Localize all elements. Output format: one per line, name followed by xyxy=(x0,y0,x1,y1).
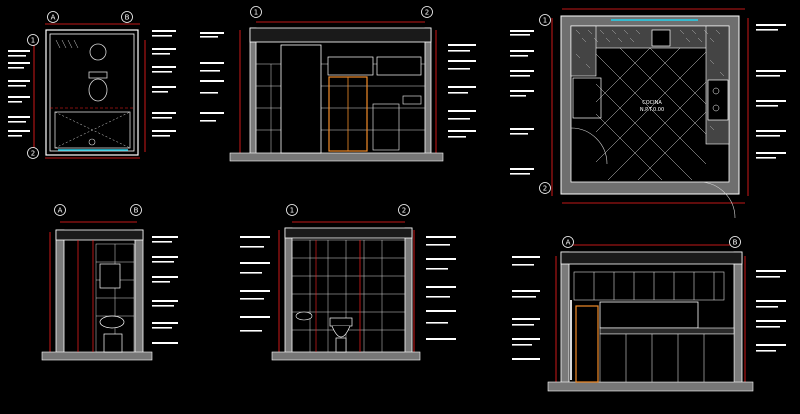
bathroom-plan-view: A B 1 2 xyxy=(8,11,176,159)
annotation-notes xyxy=(152,236,178,344)
grid-bubble-2-label: 2 xyxy=(402,207,406,215)
grid-bubble-1-label: 1 xyxy=(543,17,547,25)
bathroom-front-elevation: 1 2 xyxy=(200,6,476,162)
floor-level-label: N.P.T.0.00 xyxy=(640,107,664,113)
kitchen-plan-view: COCINA N.P.T.0.00 1 2 xyxy=(510,8,786,219)
grid-bubble-1 xyxy=(539,14,551,26)
grid-bubble-2-label: 2 xyxy=(31,150,35,158)
grid-bubble-1 xyxy=(250,6,262,18)
grid-bubble-1 xyxy=(286,204,298,216)
room-label: COCINA xyxy=(642,100,662,106)
bathroom-side-elevation: A B xyxy=(41,204,178,361)
grid-bubble-1 xyxy=(27,34,39,46)
grid-bubble-a-label: A xyxy=(566,239,571,247)
grid-bubble-2 xyxy=(27,147,39,159)
bathroom-shower-elevation: 1 2 xyxy=(240,204,456,361)
grid-bubble-a xyxy=(47,11,59,23)
grid-bubble-b xyxy=(729,236,741,248)
kitchen-elevation: A B xyxy=(512,236,786,392)
grid-bubble-a xyxy=(54,204,66,216)
grid-bubble-1-label: 1 xyxy=(31,37,35,45)
grid-bubble-b-label: B xyxy=(733,239,738,247)
grid-bubble-b-label: B xyxy=(134,207,139,215)
grid-bubble-2 xyxy=(421,6,433,18)
grid-bubble-a xyxy=(562,236,574,248)
grid-bubble-a-label: A xyxy=(51,14,56,22)
grid-bubble-2-label: 2 xyxy=(425,9,429,17)
annotation-notes xyxy=(510,24,786,175)
grid-bubble-1-label: 1 xyxy=(290,207,294,215)
grid-bubble-1-label: 1 xyxy=(254,9,258,17)
grid-bubble-2 xyxy=(539,182,551,194)
annotation-notes xyxy=(512,256,786,360)
grid-bubble-a-label: A xyxy=(58,207,63,215)
annotation-notes xyxy=(8,30,176,137)
grid-bubble-b xyxy=(121,11,133,23)
grid-bubble-b xyxy=(130,204,142,216)
grid-bubble-2-label: 2 xyxy=(543,185,547,193)
grid-bubble-b-label: B xyxy=(125,14,130,22)
annotation-notes xyxy=(200,32,476,138)
grid-bubble-2 xyxy=(398,204,410,216)
annotation-notes xyxy=(240,236,456,340)
